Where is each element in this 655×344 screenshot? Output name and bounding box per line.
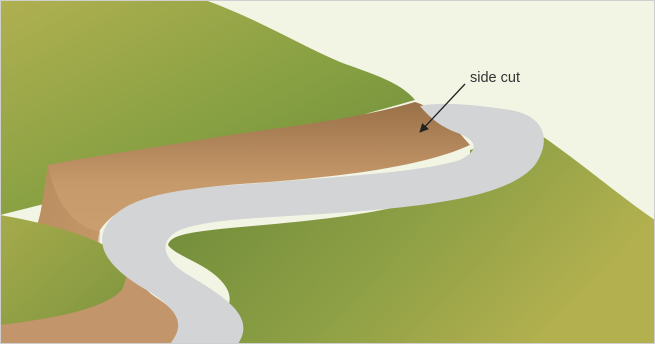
road (102, 103, 544, 344)
callout-arrow (419, 83, 466, 133)
side-cut-earth (0, 102, 470, 338)
small-hill (0, 215, 127, 325)
front-hill (160, 135, 655, 344)
small-hill-cut (0, 248, 181, 344)
side-cut-label: side cut (470, 70, 520, 86)
